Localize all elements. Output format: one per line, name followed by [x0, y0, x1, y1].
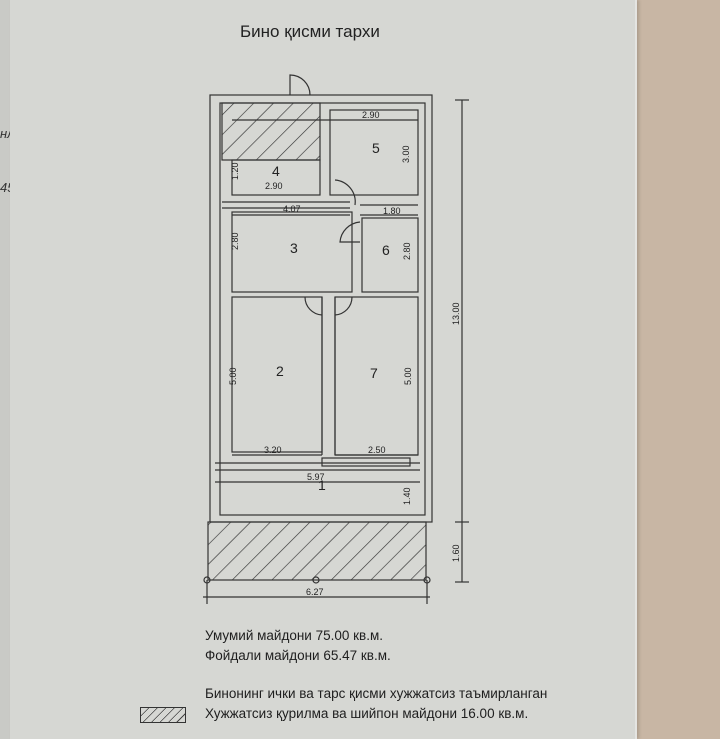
dimension-label: 2.80	[230, 232, 240, 250]
room-5	[329, 109, 419, 196]
page-title: Бино қисми тархи	[240, 22, 380, 41]
window	[321, 457, 411, 467]
room-label: 5	[372, 140, 380, 156]
terrace-undocumented	[207, 521, 427, 581]
renovation-note: Бинонинг ички ва тарс қисми хужжатсиз та…	[205, 686, 548, 701]
room-label: 2	[276, 363, 284, 379]
door-arc	[289, 74, 311, 96]
dimension-label: 1.60	[451, 544, 461, 562]
dimension-label: 5.00	[403, 367, 413, 385]
axis-marker	[423, 576, 431, 584]
dimension-label: 1.80	[383, 206, 401, 216]
axis-marker	[203, 576, 211, 584]
axis-marker	[312, 576, 320, 584]
dimension-label: 1.20	[230, 162, 240, 180]
door-arc	[334, 179, 356, 206]
room-label: 1	[318, 477, 326, 493]
dimension-label: 3.20	[264, 445, 282, 455]
room-6	[361, 217, 419, 293]
total-area: Умумий майдони 75.00 кв.м.	[205, 628, 383, 643]
dimension-label: 5.00	[228, 367, 238, 385]
dimension-label: 1.40	[402, 487, 412, 505]
document-page	[10, 0, 637, 739]
door-arc	[304, 296, 323, 316]
dimension-label: 3.00	[401, 145, 411, 163]
hatch-legend-swatch	[140, 707, 186, 723]
inner-wall	[219, 102, 426, 516]
dimension-label: 13.00	[451, 302, 461, 325]
door-arc	[339, 221, 361, 243]
dimension-label: 5.97	[307, 472, 325, 482]
undocumented-area	[221, 102, 321, 161]
dimension-label: 2.80	[402, 242, 412, 260]
room-label: 4	[272, 163, 280, 179]
dimension-label: 2.50	[368, 445, 386, 455]
legend-text: Хужжатсиз қурилма ва шийпон майдони 16.0…	[205, 706, 529, 721]
dimension-label: 4.07	[283, 204, 301, 214]
door-arc	[334, 296, 353, 316]
room-4	[231, 159, 321, 196]
room-label: 7	[370, 365, 378, 381]
room-label: 6	[382, 242, 390, 258]
dimension-label: 2.90	[265, 181, 283, 191]
useful-area: Фойдали майдони 65.47 кв.м.	[205, 648, 391, 663]
dimension-label: 2.90	[362, 110, 380, 120]
dimension-label: 6.27	[306, 587, 324, 597]
room-3	[231, 211, 353, 293]
room-label: 3	[290, 240, 298, 256]
